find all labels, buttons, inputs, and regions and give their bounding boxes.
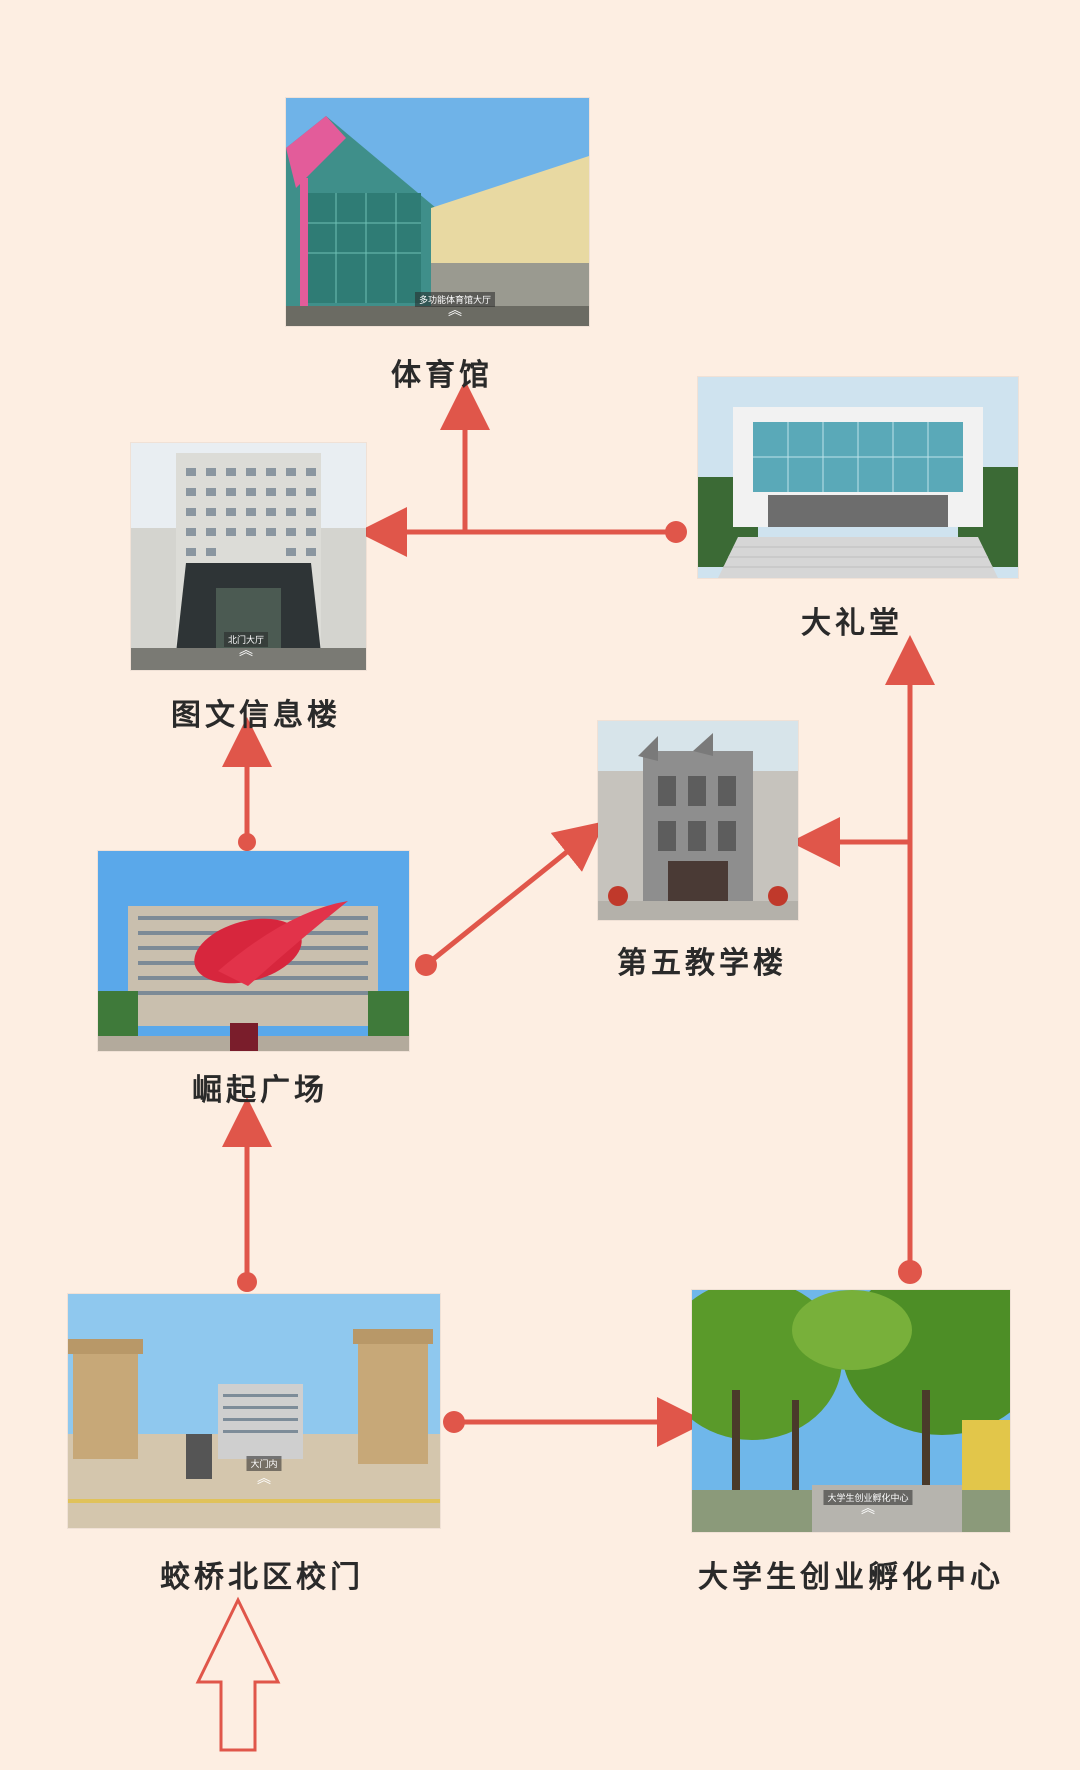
gate-label: 蛟桥北区校门 [160, 1560, 364, 1595]
building5-label: 第五教学楼 [617, 946, 787, 981]
auditorium-label: 大礼堂 [801, 606, 903, 641]
dot-gate-right [443, 1411, 465, 1433]
incubator-photo [692, 1290, 1010, 1532]
gym-sign: 多功能体育馆大厅 [414, 292, 496, 307]
library-label: 图文信息楼 [171, 698, 341, 733]
building5-photo [598, 721, 798, 920]
plaza-label: 崛起广场 [192, 1073, 328, 1108]
gym-label: 体育馆 [391, 358, 493, 393]
entrance-arrow-icon [195, 1596, 281, 1752]
dot-plaza-top [238, 833, 256, 851]
plaza-photo [98, 851, 409, 1051]
dot-plaza-right [415, 954, 437, 976]
dot-incubator-top [898, 1260, 922, 1284]
incubator-sign: 大学生创业孵化中心 [823, 1490, 913, 1505]
library-sign: 北门大厅 [223, 632, 269, 647]
gate-hotspot-icon: ︽ [257, 1471, 271, 1487]
library-hotspot-icon: ︽ [239, 643, 253, 659]
incubator-label: 大学生创业孵化中心 [698, 1560, 1004, 1595]
gym-hotspot-icon: ︽ [448, 303, 462, 319]
dot-gate-top [237, 1272, 257, 1292]
incubator-hotspot-icon: ︽ [861, 1501, 875, 1517]
arrow-plaza-to-building5 [424, 821, 606, 967]
auditorium-photo [698, 377, 1018, 578]
gate-sign: 大门内 [246, 1456, 282, 1471]
dot-auditorium [665, 521, 687, 543]
gate-photo [68, 1294, 440, 1528]
